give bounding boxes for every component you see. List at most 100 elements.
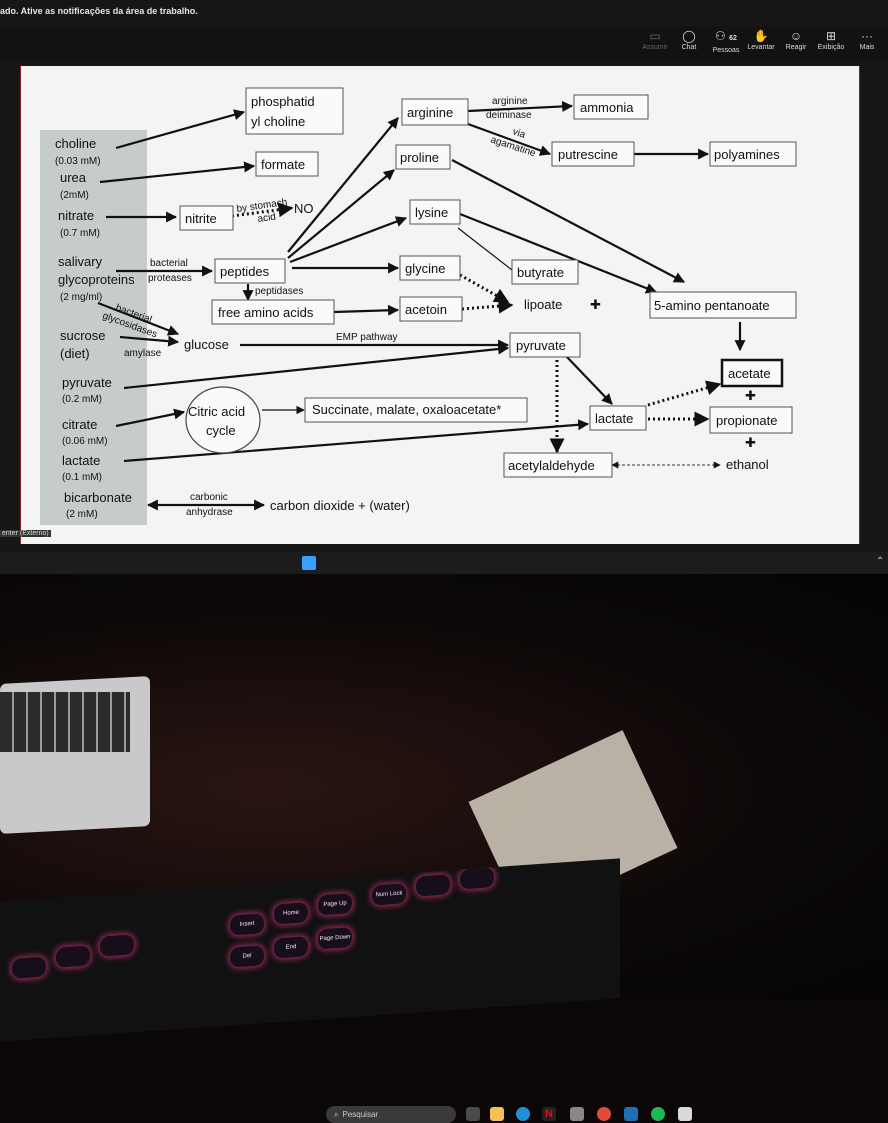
box-aminopentanoate [649, 291, 797, 319]
node-pyruvate: pyruvate [516, 338, 566, 353]
chat-button[interactable]: ◯ Chat [668, 28, 710, 51]
label-emp-pathway: EMP pathway [336, 332, 398, 343]
key-numpad [416, 874, 450, 897]
arrow-arginine-putrescine [467, 122, 552, 156]
key-home: Home [274, 902, 308, 925]
people-button[interactable]: ⚇ 62 Pessoas [705, 28, 747, 54]
label-arginine-deiminase-1: arginine [492, 96, 528, 107]
node-free-amino-acids: free amino acids [218, 305, 314, 320]
source-pyruvate: pyruvate [62, 375, 112, 390]
source-choline-conc: (0.03 mM) [55, 156, 101, 167]
react-icon: ☺ [789, 29, 803, 43]
taskbar-search[interactable]: ⌕Pesquisar [326, 1106, 456, 1123]
key-page-up: Page Up [318, 893, 352, 916]
arrow-sucrose-glucose [119, 335, 180, 347]
box-ammonia [573, 94, 649, 120]
app-icon[interactable] [570, 1107, 584, 1121]
box-acetylaldehyde [503, 452, 613, 478]
arrow-pyruvate-source [123, 343, 510, 390]
node-phosphatidylcholine-2: yl choline [251, 114, 305, 129]
chat-icon: ◯ [682, 29, 696, 43]
source-glycoproteins: glycoproteins [58, 272, 135, 287]
node-carbon-dioxide: carbon dioxide + (water) [270, 498, 410, 513]
taskbar: ⌕Pesquisar N ⌃ [0, 552, 888, 1123]
arrow-lactate-source [123, 419, 590, 463]
source-citrate-conc: (0.06 mM) [62, 436, 108, 447]
box-arginine [401, 98, 469, 126]
box-acetate [720, 358, 784, 388]
nodes: phosphatid yl choline formate nitrite NO… [184, 94, 780, 513]
key-function [56, 945, 90, 968]
source-sucrose: sucrose [60, 328, 106, 343]
box-succinate [304, 397, 528, 423]
node-peptides: peptides [220, 264, 270, 279]
file-explorer-icon[interactable] [490, 1107, 504, 1121]
box-phosphatidylcholine [245, 87, 344, 135]
key-del: Del [230, 945, 264, 968]
key-numpad [460, 867, 494, 890]
source-nitrate: nitrate [58, 208, 94, 223]
node-nitrite: nitrite [185, 211, 217, 226]
chrome-icon[interactable] [597, 1107, 611, 1121]
box-polyamines [709, 141, 797, 167]
label-carbonic-anhydrase-2: anhydrase [186, 507, 233, 518]
meeting-toolbar: ▭ Assumir ◯ Chat ⚇ 62 Pessoas ✋ Levantar… [0, 26, 888, 62]
share-button[interactable]: ▭ Assumir [634, 28, 676, 51]
label-via-agamatine-1: via [511, 126, 527, 141]
spotify-icon[interactable] [651, 1107, 665, 1121]
label-carbonic-anhydrase-1: carbonic [190, 492, 228, 503]
share-screen-icon: ▭ [649, 29, 661, 43]
arrow-glyco-glucose [97, 301, 180, 336]
node-no: NO [294, 201, 314, 216]
source-glycoproteins-conc: (2 mg/ml) [60, 292, 102, 303]
arrow-arginine-ammonia [467, 100, 574, 113]
arrow-peptides-arginine [287, 117, 399, 253]
arrow-lysine-aminopentanoate [459, 212, 658, 294]
netflix-icon[interactable]: N [542, 1107, 556, 1121]
node-polyamines: polyamines [714, 147, 780, 162]
key-num-lock: Num Lock [372, 883, 406, 906]
node-arginine: arginine [407, 105, 453, 120]
node-lysine: lysine [415, 205, 448, 220]
more-button[interactable]: ··· Mais [846, 28, 888, 51]
snipping-tool-icon[interactable] [678, 1107, 692, 1121]
node-propionate: propionate [716, 413, 777, 428]
source-nitrate-conc: (0.7 mM) [60, 228, 100, 239]
node-glucose: glucose [184, 337, 229, 352]
chevron-up-icon[interactable]: ⌃ [876, 556, 885, 567]
node-citric-acid-1: Citric acid [188, 404, 245, 419]
box-putrescine [551, 141, 635, 167]
arrow-peptides-proline [287, 169, 395, 259]
arrow-choline-pc [115, 109, 246, 150]
label-bacterial-proteases-1: bacterial [150, 258, 188, 269]
more-icon: ··· [861, 29, 873, 43]
node-acetoin: acetoin [405, 302, 447, 317]
source-bicarbonate: bicarbonate [64, 490, 132, 505]
view-icon: ⊞ [825, 29, 837, 43]
node-butyrate: butyrate [517, 265, 564, 280]
arrow-lysine-butyrate [457, 227, 513, 271]
people-icon: ⚇ 62 [715, 29, 737, 43]
source-choline: choline [55, 136, 96, 151]
react-button[interactable]: ☺ Reagir [775, 28, 817, 51]
label-via-agamatine-2: agamatine [489, 134, 537, 159]
view-button[interactable]: ⊞ Exibição [810, 28, 852, 51]
box-formate [255, 151, 319, 177]
box-acetoin [399, 296, 463, 322]
node-aminopentanoate: 5-amino pentanoate [654, 298, 770, 313]
node-lactate: lactate [595, 411, 633, 426]
node-glycine: glycine [405, 261, 445, 276]
store-icon[interactable] [624, 1107, 638, 1121]
task-view-icon[interactable] [466, 1107, 480, 1121]
raise-hand-button[interactable]: ✋ Levantar [740, 28, 782, 51]
source-citrate: citrate [62, 417, 97, 432]
start-icon[interactable] [302, 556, 316, 570]
box-proline [395, 144, 451, 170]
source-bicarbonate-conc: (2 mM) [66, 509, 98, 520]
arrow-lactate-acetate [647, 380, 722, 407]
node-putrescine: putrescine [558, 147, 618, 162]
arrows [97, 100, 746, 511]
edge-icon[interactable] [516, 1107, 530, 1121]
source-urea-conc: (2mM) [60, 190, 89, 201]
label-peptidases: peptidases [255, 286, 303, 297]
